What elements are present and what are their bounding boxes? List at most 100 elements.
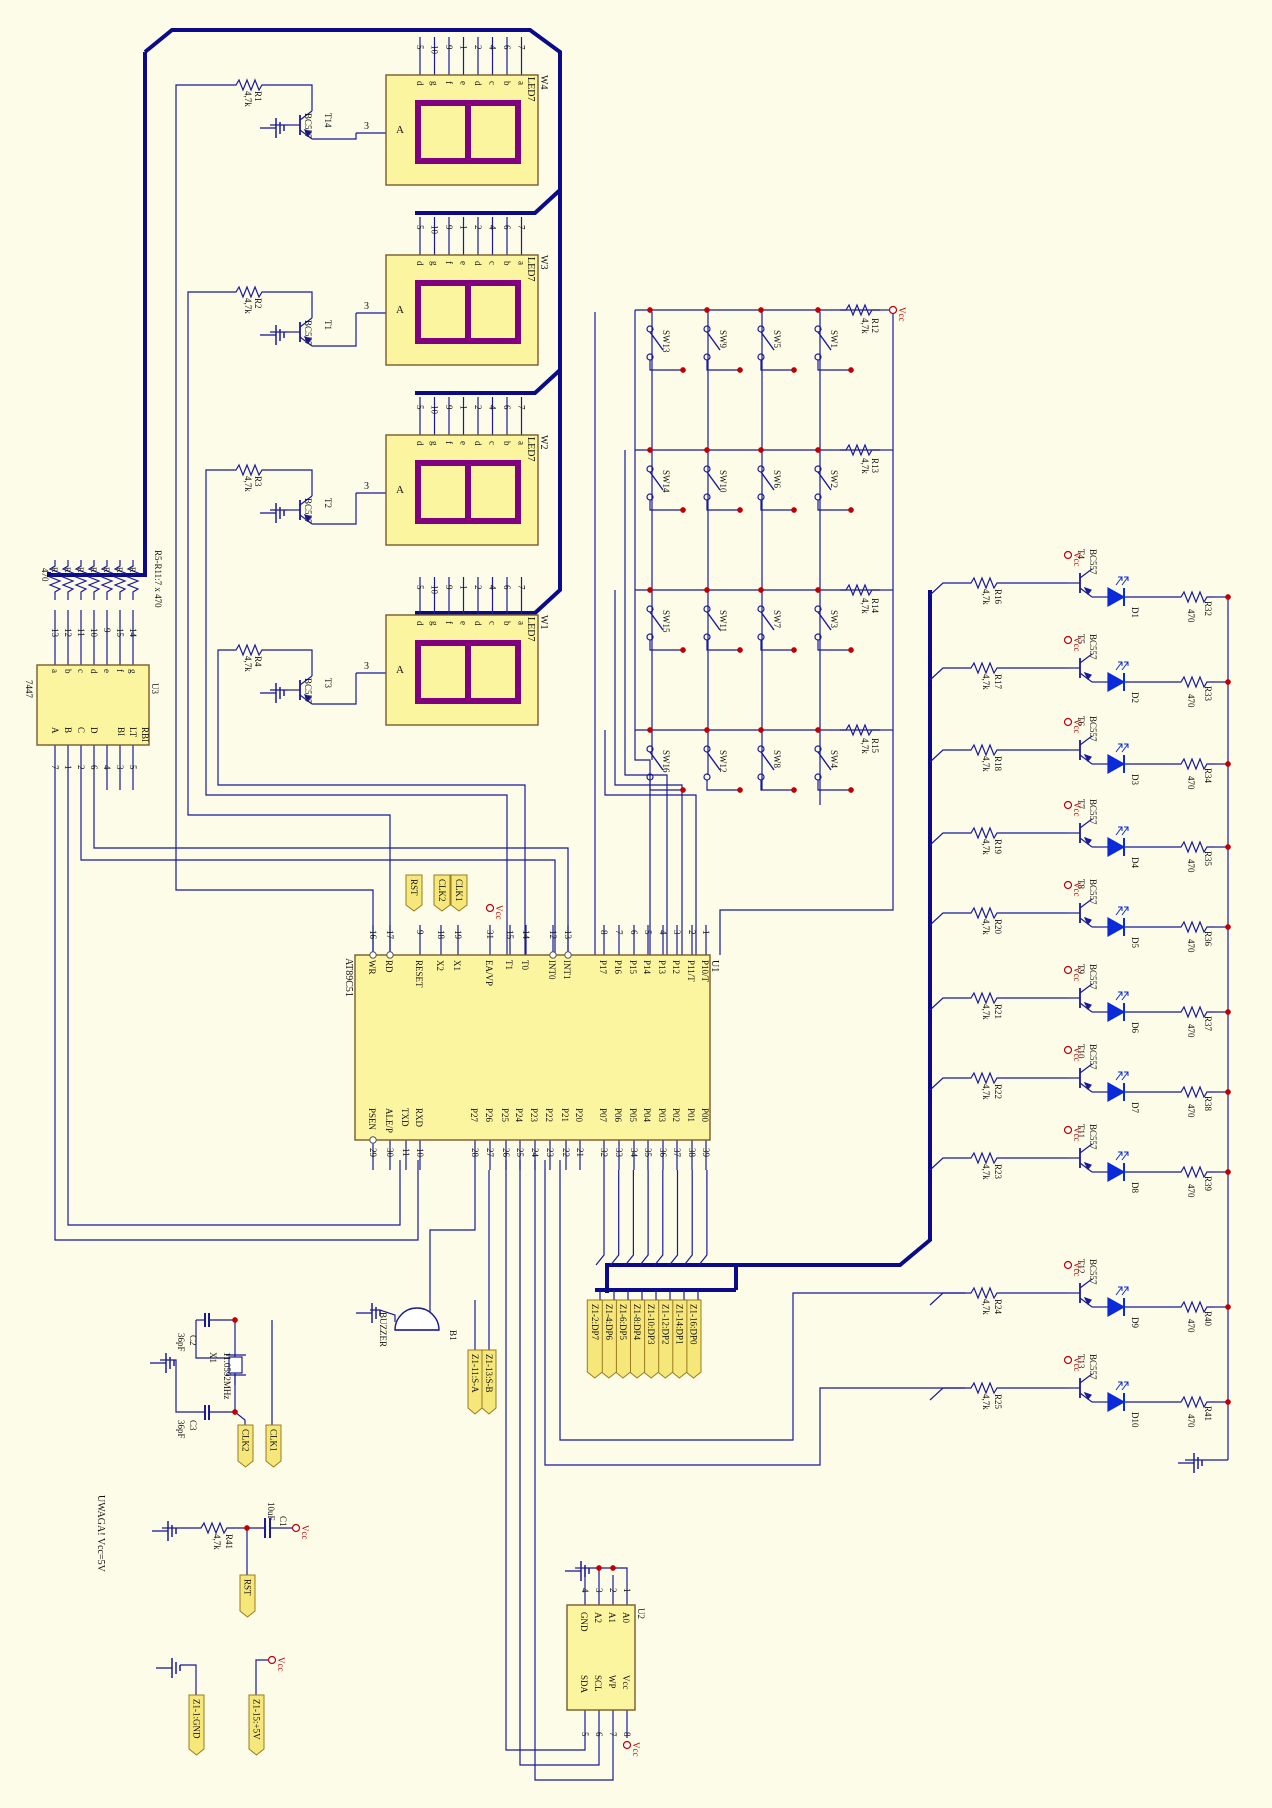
decoder-U3 (36, 664, 150, 746)
net-label-rst-r-text: RST (243, 1579, 253, 1596)
switch-SW5-blade (760, 331, 775, 351)
p2-wire (544, 1160, 965, 1466)
resistor-ref: R20 (993, 919, 1003, 935)
switch-SW13-contact (646, 353, 654, 361)
eeprom-ref: U2 (636, 1608, 646, 1619)
junction-dot (1225, 844, 1231, 850)
light-arrow (1115, 1381, 1123, 1391)
cap-value: 36pF (176, 1333, 186, 1352)
mcu-pin-name: P24 (514, 1108, 524, 1123)
mcu-U1 (354, 954, 711, 1141)
resistor-ref: R22 (993, 1084, 1003, 1099)
resistor-ref: R36 (1203, 931, 1213, 947)
mcu-pin-number: 5 (643, 930, 653, 935)
display-pin-number: 6 (502, 585, 512, 590)
resistor-R25 (964, 1382, 1006, 1394)
resistor-value: 4,7k (981, 1164, 991, 1180)
resistor-pack-element (75, 559, 87, 601)
mcu-pin-number: 12 (548, 930, 558, 939)
emitter-arrow (1083, 1161, 1092, 1171)
vcc-label: Vcc (300, 1525, 310, 1540)
net-label-dp-text: Z1-8:DP4 (632, 1304, 642, 1341)
resistor-ref: R25 (993, 1394, 1003, 1410)
mcu-pin-number: 26 (501, 1148, 511, 1158)
mcu-pin-number: 16 (368, 930, 378, 940)
mcu-ref: U1 (709, 960, 720, 972)
led-D2-triangle (1107, 671, 1126, 693)
display-segment-letter: d (473, 441, 483, 446)
emitter-arrow (303, 128, 312, 138)
collector (1079, 1143, 1093, 1154)
display-W2 (385, 434, 539, 546)
led-driver-input (929, 1292, 965, 1306)
emitter-arrow (303, 693, 312, 703)
display-segment-letter: b (502, 81, 512, 86)
display-pin-number: 10 (430, 45, 440, 55)
display-pin-number: 10 (430, 225, 440, 235)
transistor-model: BC557 (1088, 1354, 1098, 1380)
eeprom-pin-name: A1 (607, 1612, 617, 1623)
transistor-ref: T2 (323, 498, 333, 508)
switch-SW16-blade (649, 751, 664, 771)
mcu-pin-name: RD (384, 960, 394, 973)
decoder-ref: U3 (150, 683, 160, 694)
vcc-terminal (1063, 1260, 1073, 1270)
display-pin-number: 6 (502, 405, 512, 410)
led-D5-triangle (1107, 916, 1126, 938)
display-type: LED7 (525, 257, 536, 281)
pin-circle (549, 951, 557, 959)
collector (1079, 818, 1093, 829)
net-label-gnd (188, 1694, 205, 1756)
switch-label: SW7 (772, 610, 782, 629)
mcu-pin-number: 23 (545, 1148, 555, 1158)
resistor-ref: R12 (870, 318, 880, 333)
resistor-value: 470 (1186, 609, 1196, 623)
resistor-R1 (229, 79, 271, 91)
mcu-pin-number: 10 (415, 1148, 425, 1158)
display-segment-letter: a (517, 81, 527, 85)
resistor-value: 470 (1186, 1184, 1196, 1198)
note-text: UWAGA! Vcc=5V (95, 1495, 106, 1573)
led-driver-input (929, 749, 965, 763)
switch-lead (817, 500, 851, 511)
light-arrow (1115, 661, 1123, 671)
led-D7-triangle (1107, 1081, 1126, 1103)
eeprom-pin-name: GND (579, 1612, 589, 1632)
emitter (299, 514, 313, 525)
transistor-ref: T1 (323, 320, 333, 330)
junction-dot (647, 727, 653, 733)
net-label-clk1-x (265, 1424, 282, 1468)
driver-wire (270, 84, 313, 111)
junction-dot (647, 447, 653, 453)
resistor-value: 470 (1186, 694, 1196, 708)
decoder-control: LT (128, 727, 138, 738)
mcu-pin-name: P02 (671, 1108, 681, 1122)
resistor-ref: R23 (993, 1164, 1003, 1180)
transistor-ref: T8 (1076, 879, 1086, 889)
display-common-pin: 3 (364, 661, 369, 672)
resistor-pack-element (49, 559, 61, 601)
transistor-model: BC557 (1088, 964, 1098, 990)
led-driver-input (929, 997, 965, 1011)
decoder-pin-number: 12 (63, 628, 73, 637)
mcu-pin-number: 8 (599, 930, 609, 935)
vcc-label: Vcc (1072, 552, 1082, 567)
mcu-pin-name: T0 (520, 960, 530, 970)
display-ref: W4 (538, 75, 549, 89)
display-segment-letter: f (444, 81, 454, 84)
ground-symbol (155, 1657, 181, 1679)
switch-lead (706, 360, 740, 371)
mcu-pin-number: 36 (658, 1148, 668, 1158)
junction-dot (1225, 924, 1231, 930)
junction-dot (737, 647, 743, 653)
junction-dot (791, 787, 797, 793)
switch-lead (706, 780, 740, 791)
mcu-pin-name: P03 (657, 1108, 667, 1123)
transistor-model: BC557 (1088, 1259, 1098, 1285)
display-common-label: A (396, 124, 404, 136)
junction-dot (1225, 1089, 1231, 1095)
eeprom-pin-number: 7 (608, 1732, 618, 1737)
decoder-input-letter: A (50, 727, 60, 734)
display-common-label: A (396, 484, 404, 496)
resistor-value: 4,7k (243, 91, 253, 107)
